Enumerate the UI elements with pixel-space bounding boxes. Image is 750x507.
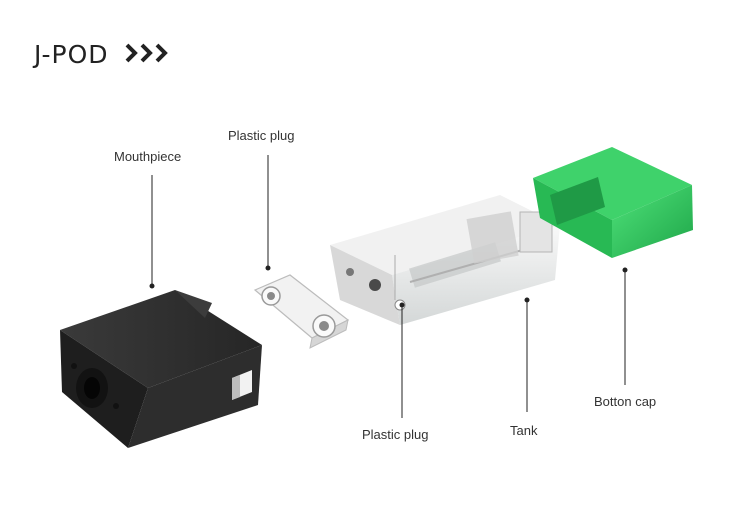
label-bottom-cap: Botton cap (594, 394, 657, 409)
page-title: J-POD (34, 40, 173, 69)
label-mouthpiece: Mouthpiece (114, 149, 182, 164)
plastic-plug-part (253, 274, 350, 349)
leader-dots (149, 265, 628, 308)
tank-part (330, 195, 560, 325)
triple-chevron-right-icon (125, 40, 173, 69)
bottom-cap-part (533, 147, 693, 258)
label-plastic-plug-top: Plastic plug (228, 128, 295, 143)
label-plastic-plug-bottom: Plastic plug (362, 427, 429, 442)
label-tank: Tank (510, 423, 538, 438)
title-text: J-POD (34, 40, 109, 69)
mouthpiece-part (60, 290, 262, 448)
leader-lines (151, 155, 626, 418)
